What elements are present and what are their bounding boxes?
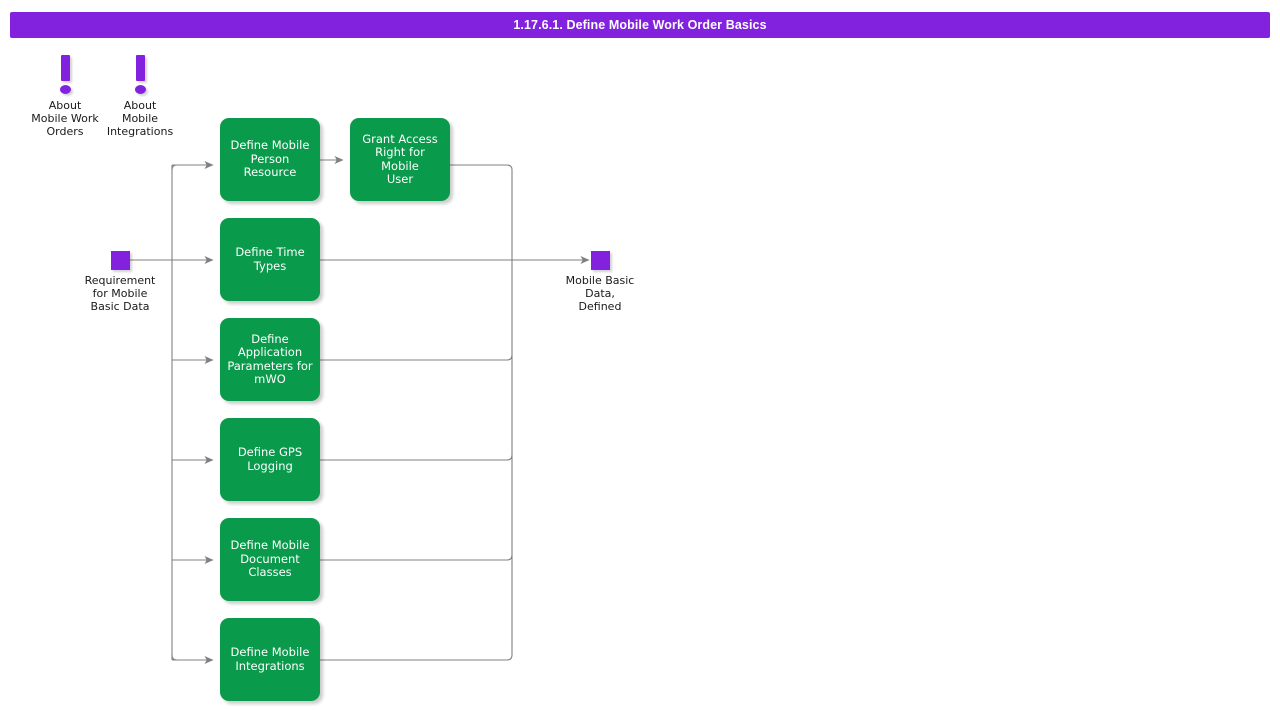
exclamation-icon: [10, 55, 120, 97]
page-title-bar: 1.17.6.1. Define Mobile Work Order Basic…: [10, 12, 1270, 38]
exclamation-icon: [85, 55, 195, 97]
page-title: 1.17.6.1. Define Mobile Work Order Basic…: [513, 18, 767, 32]
terminator-square-icon: [110, 251, 130, 270]
terminator-square-icon: [590, 251, 610, 270]
